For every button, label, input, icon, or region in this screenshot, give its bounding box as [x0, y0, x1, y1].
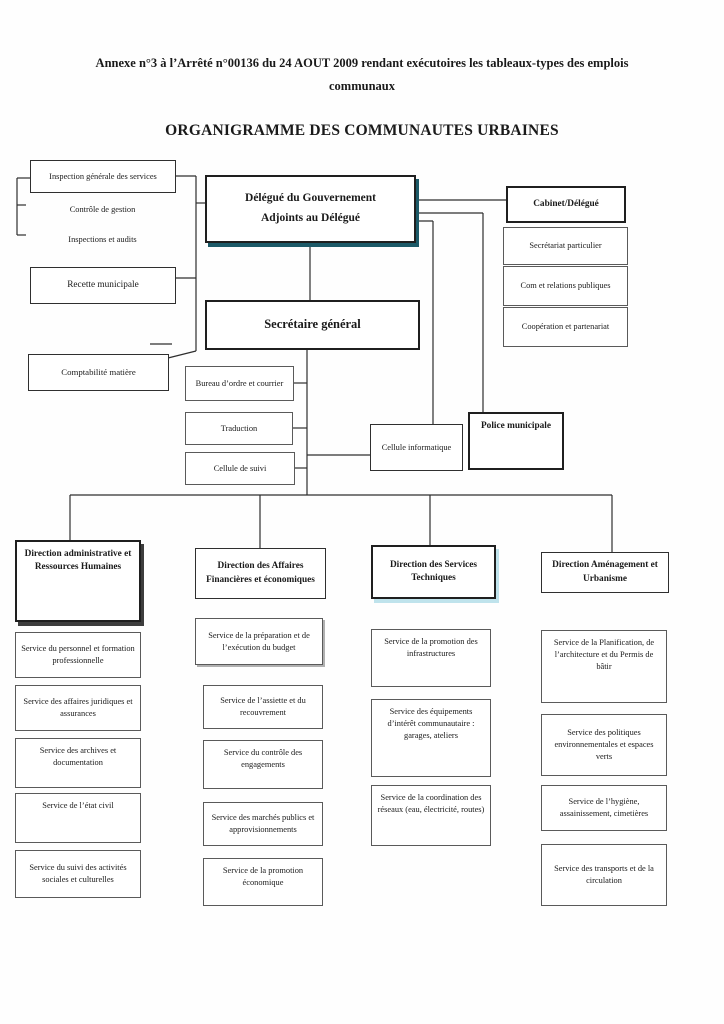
box-direction-services-techniques: Direction des Services Techniques [371, 545, 496, 599]
box-cellule-informatique: Cellule informatique [370, 424, 463, 471]
service-box: Service des équipements d’intérêt commun… [371, 699, 491, 777]
service-box: Service de la préparation et de l’exécut… [195, 618, 323, 665]
annexe-line2: communaux [329, 78, 395, 93]
box-secretaire-general: Secrétaire général [205, 300, 420, 350]
service-box: Service du suivi des activités sociales … [15, 850, 141, 898]
box-cabinet-delegue: Cabinet/Délégué [506, 186, 626, 223]
box-delegue-gouvernement: Délégué du Gouvernement Adjoints au Délé… [205, 175, 416, 243]
service-box: Service des politiques environnementales… [541, 714, 667, 776]
service-box: Service du personnel et formation profes… [15, 632, 141, 678]
service-box: Service de la Planification, de l’archit… [541, 630, 667, 703]
service-box: Service des transports et de la circulat… [541, 844, 667, 906]
box-traduction: Traduction [185, 412, 293, 445]
service-box: Service de la promotion économique [203, 858, 323, 906]
box-secretariat-particulier: Secrétariat particulier [503, 227, 628, 265]
service-box: Service de la coordination des réseaux (… [371, 785, 491, 846]
service-box: Service des archives et documentation [15, 738, 141, 788]
box-police-municipale: Police municipale [468, 412, 564, 470]
box-com-relations-publiques: Com et relations publiques [503, 266, 628, 306]
box-inspection-generale: Inspection générale des services [30, 160, 176, 193]
service-box: Service de l’hygiène, assainissement, ci… [541, 785, 667, 831]
service-box: Service de la promotion des infrastructu… [371, 629, 491, 687]
service-box: Service du contrôle des engagements [203, 740, 323, 789]
box-direction-affaires-financieres: Direction des Affaires Financières et éc… [195, 548, 326, 599]
page-title: ORGANIGRAMME DES COMMUNAUTES URBAINES [165, 122, 559, 139]
service-box: Service de l’assiette et du recouvrement [203, 685, 323, 729]
annexe-line1: Annexe n°3 à l’Arrêté n°00136 du 24 AOUT… [95, 56, 629, 70]
box-bureau-ordre-courrier: Bureau d’ordre et courrier [185, 366, 294, 401]
box-cooperation-partenariat: Coopération et partenariat [503, 307, 628, 347]
label-inspections-audits: Inspections et audits [68, 235, 137, 245]
annexe-title: Annexe n°3 à l’Arrêté n°00136 du 24 AOUT… [62, 52, 662, 97]
service-box: Service des affaires juridiques et assur… [15, 685, 141, 731]
box-direction-administrative: Direction administrative et Ressources H… [15, 540, 141, 622]
label-controle-de-gestion: Contrôle de gestion [69, 205, 136, 215]
delegue-line2: Adjoints au Délégué [260, 212, 361, 224]
service-box: Service des marchés publics et approvisi… [203, 802, 323, 846]
box-recette-municipale: Recette municipale [30, 267, 176, 304]
box-cellule-de-suivi: Cellule de suivi [185, 452, 295, 485]
box-comptabilite-matiere: Comptabilité matière [28, 354, 169, 391]
service-box: Service de l’état civil [15, 793, 141, 843]
box-direction-amenagement-urbanisme: Direction Aménagement et Urbanisme [541, 552, 669, 593]
delegue-line1: Délégué du Gouvernement [245, 192, 376, 205]
